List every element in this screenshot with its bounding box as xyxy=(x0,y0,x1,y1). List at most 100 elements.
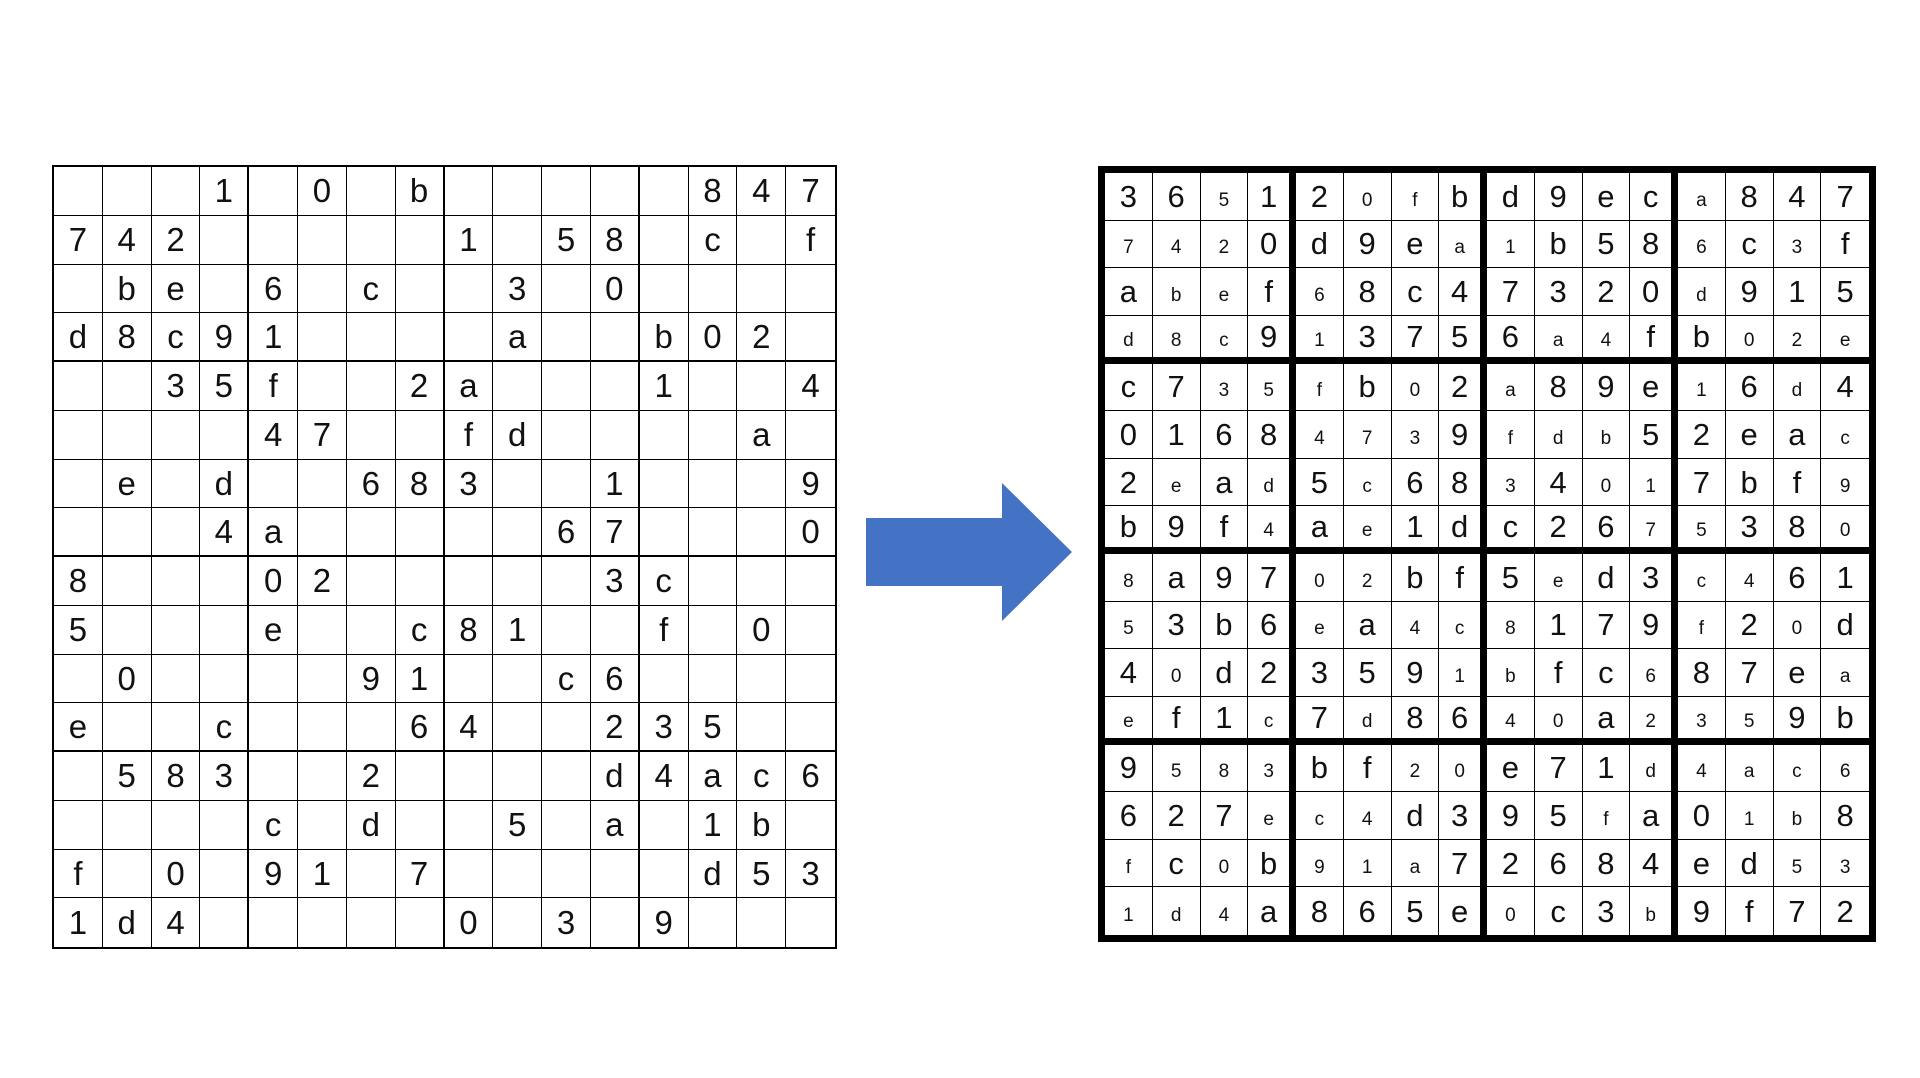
solution-cell: 4 xyxy=(1725,554,1774,602)
puzzle-cell: 3 xyxy=(444,459,494,509)
solution-cell: 8 xyxy=(1105,554,1153,602)
puzzle-cell: b xyxy=(639,313,689,362)
puzzle-cell xyxy=(54,459,103,509)
solution-cell: 6 xyxy=(1200,411,1249,459)
puzzle-cell: 0 xyxy=(786,508,835,557)
puzzle-cell: 6 xyxy=(786,752,835,801)
solution-cell: 0 xyxy=(1152,649,1201,697)
puzzle-cell xyxy=(298,313,347,362)
solution-cell: 8 xyxy=(1487,601,1535,650)
puzzle-cell xyxy=(395,557,445,606)
puzzle-cell xyxy=(786,313,835,362)
solution-cell: 7 xyxy=(1439,839,1487,888)
solution-cell: 8 xyxy=(1725,173,1774,221)
puzzle-cell xyxy=(639,849,689,899)
puzzle-cell: 3 xyxy=(151,362,201,411)
puzzle-cell xyxy=(54,410,103,460)
solution-cell: 8 xyxy=(1296,887,1344,935)
solution-cell: 5 xyxy=(1200,173,1249,221)
puzzle-cell xyxy=(395,800,445,850)
puzzle-cell: 4 xyxy=(102,215,152,265)
solution-cell: d xyxy=(1725,839,1774,888)
puzzle-cell xyxy=(298,362,347,411)
puzzle-cell: 2 xyxy=(737,313,787,362)
puzzle-cell: f xyxy=(54,849,103,899)
puzzle-cell xyxy=(346,849,396,899)
solution-cell: 7 xyxy=(1343,411,1392,459)
solution-cell: 1 xyxy=(1200,696,1249,745)
solution-cell: d xyxy=(1343,696,1392,745)
solution-cell: 9 xyxy=(1821,459,1869,507)
puzzle-cell xyxy=(737,459,787,509)
solution-cell: b xyxy=(1248,839,1296,888)
solution-cell: e xyxy=(1200,268,1249,316)
solution-cell: 4 xyxy=(1630,839,1678,888)
solution-cell: 9 xyxy=(1773,696,1822,745)
solution-cell: 5 xyxy=(1152,744,1201,793)
puzzle-cell: 4 xyxy=(200,508,250,557)
puzzle-cell: c xyxy=(688,215,738,265)
puzzle-cell: c xyxy=(249,800,299,850)
solution-cell: 7 xyxy=(1582,601,1631,650)
puzzle-cell xyxy=(737,508,787,557)
puzzle-cell xyxy=(151,557,201,606)
solution-cell: 6 xyxy=(1152,173,1201,221)
solution-cell: 7 xyxy=(1200,792,1249,840)
solution-cell: d xyxy=(1630,744,1678,793)
puzzle-cell: 8 xyxy=(444,605,494,655)
puzzle-cell xyxy=(298,752,347,801)
puzzle-cell: 7 xyxy=(590,508,640,557)
solution-cell: 2 xyxy=(1105,458,1153,507)
solution-cell: 5 xyxy=(1343,649,1392,697)
solution-cell: e xyxy=(1821,316,1869,364)
puzzle-cell: c xyxy=(395,605,445,655)
puzzle-cell xyxy=(151,459,201,509)
puzzle-cell xyxy=(444,654,494,704)
solution-cell: 9 xyxy=(1391,649,1440,697)
solution-cell: d xyxy=(1487,173,1535,221)
puzzle-cell xyxy=(200,264,250,314)
puzzle-cell xyxy=(395,264,445,314)
puzzle-cell xyxy=(298,703,347,752)
puzzle-cell: c xyxy=(542,654,591,704)
puzzle-cell xyxy=(395,752,445,801)
puzzle-cell xyxy=(200,605,250,655)
puzzle-cell xyxy=(444,167,494,216)
solution-cell: a xyxy=(1296,506,1344,554)
solution-cell: b xyxy=(1296,744,1344,793)
solution-cell: c xyxy=(1248,696,1296,745)
solution-cell: 8 xyxy=(1630,220,1678,269)
solution-cell: e xyxy=(1296,601,1344,650)
solution-cell: d xyxy=(1248,458,1296,507)
puzzle-cell xyxy=(102,605,152,655)
puzzle-cell: 6 xyxy=(395,703,445,752)
solution-cell: 0 xyxy=(1105,411,1153,459)
puzzle-cell: 5 xyxy=(542,215,591,265)
puzzle-cell xyxy=(54,264,103,314)
solution-cell: 3 xyxy=(1439,792,1487,840)
right-arrow-icon xyxy=(866,483,1072,621)
puzzle-cell xyxy=(786,898,835,947)
puzzle-cell: a xyxy=(688,752,738,801)
puzzle-cell xyxy=(786,801,835,850)
solution-cell: c xyxy=(1105,363,1153,412)
solution-cell: b xyxy=(1678,315,1726,364)
puzzle-cell xyxy=(786,606,835,655)
solution-cell: 2 xyxy=(1534,506,1583,554)
puzzle-cell xyxy=(346,215,396,265)
solution-cell: 1 xyxy=(1248,173,1296,221)
puzzle-cell xyxy=(395,215,445,265)
puzzle-cell: 8 xyxy=(395,459,445,509)
puzzle-cell: a xyxy=(737,410,787,460)
solution-cell: d xyxy=(1534,411,1583,459)
puzzle-cell xyxy=(298,459,347,509)
puzzle-cell: 4 xyxy=(786,362,835,411)
solution-cell: 6 xyxy=(1678,220,1726,269)
solution-cell: e xyxy=(1534,554,1583,602)
puzzle-cell xyxy=(639,264,689,314)
puzzle-cell xyxy=(54,752,103,801)
puzzle-cell xyxy=(200,800,250,850)
solution-cell: 4 xyxy=(1296,411,1344,459)
solution-cell: f xyxy=(1200,506,1249,554)
